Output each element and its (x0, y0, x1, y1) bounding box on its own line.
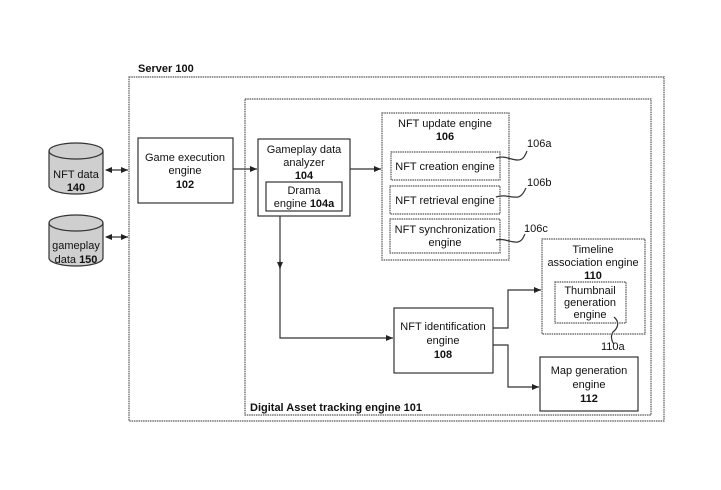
svg-text:140: 140 (67, 182, 85, 194)
nft-creation-engine-box (390, 151, 501, 181)
svg-text:108: 108 (434, 349, 452, 361)
svg-text:Drama: Drama (287, 185, 321, 197)
thumbnail-generation-engine-box (554, 281, 627, 324)
svg-text:engine: engine (428, 237, 461, 249)
svg-text:106: 106 (436, 131, 454, 143)
svg-text:generation: generation (564, 297, 616, 309)
svg-text:112: 112 (580, 393, 598, 405)
svg-text:analyzer: analyzer (283, 157, 325, 169)
svg-text:association engine: association engine (547, 257, 638, 269)
svg-text:Map generation: Map generation (551, 365, 627, 377)
svg-text:NFT retrieval engine: NFT retrieval engine (395, 195, 494, 207)
svg-text:NFT synchronization: NFT synchronization (395, 224, 496, 236)
svg-text:NFT identification: NFT identification (400, 321, 485, 333)
drama-engine-box (265, 181, 343, 212)
svg-text:106c: 106c (524, 223, 548, 235)
svg-text:110a: 110a (601, 341, 626, 353)
map-generation-engine-box: Map generation engine 112 (539, 356, 639, 412)
reference-labels: 106a 106b 106c 110a (495, 138, 626, 353)
svg-text:NFT creation engine: NFT creation engine (395, 161, 494, 173)
svg-text:Digital Asset tracking engine: Digital Asset tracking engine 101 (250, 402, 422, 414)
svg-text:Gameplay data: Gameplay data (267, 144, 342, 156)
nft-data-database-icon: NFT data 140 (48, 142, 104, 195)
nft-update-engine-box: NFT update engine 106 NFT creation engin… (381, 112, 510, 261)
nft-synchronization-engine-box (389, 218, 501, 254)
gameplay-data-database-icon: gameplay data 150 (48, 214, 104, 267)
svg-text:102: 102 (176, 179, 194, 191)
svg-text:NFT update engine: NFT update engine (398, 118, 492, 130)
connectors (105, 166, 541, 390)
svg-text:engine: engine (168, 165, 201, 177)
server-box: Server 100 (128, 63, 665, 422)
svg-text:data 150: data 150 (55, 254, 98, 266)
svg-text:engine: engine (426, 335, 459, 347)
gameplay-data-analyzer-box: Gameplay data analyzer 104 Drama engine … (257, 138, 351, 217)
svg-text:104: 104 (295, 170, 314, 182)
svg-text:110: 110 (584, 270, 602, 282)
svg-text:106b: 106b (527, 177, 551, 189)
nft-identification-engine-box: NFT identification engine 108 (393, 307, 494, 374)
svg-text:Thumbnail: Thumbnail (564, 285, 615, 297)
svg-text:Server 100: Server 100 (138, 63, 194, 75)
svg-text:engine: engine (573, 309, 606, 321)
svg-text:106a: 106a (527, 138, 552, 150)
svg-text:Game execution: Game execution (145, 152, 225, 164)
tracking-engine-box: Digital Asset tracking engine 101 (244, 98, 652, 416)
svg-text:NFT data: NFT data (53, 169, 100, 181)
svg-text:Timeline: Timeline (572, 244, 613, 256)
timeline-association-engine-box: Timeline association engine 110 Thumbnai… (541, 238, 646, 335)
svg-text:engine 104a: engine 104a (274, 198, 335, 210)
game-execution-engine-box: Game execution engine 102 (137, 137, 234, 204)
svg-text:gameplay: gameplay (52, 240, 100, 252)
svg-text:engine: engine (572, 379, 605, 391)
